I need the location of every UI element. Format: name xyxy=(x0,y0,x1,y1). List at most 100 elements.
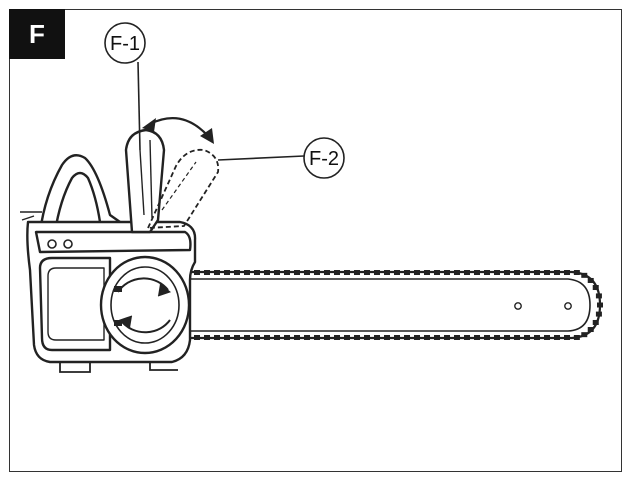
chain-tooth xyxy=(573,334,580,340)
chain-tooth xyxy=(294,335,300,340)
chain-tooth xyxy=(214,270,220,275)
chain-tooth xyxy=(354,335,360,340)
chain-tooth xyxy=(364,270,370,275)
chain-tooth xyxy=(344,270,350,275)
chain-tooth xyxy=(254,270,260,275)
chain-tooth xyxy=(534,270,540,275)
chain-tooth xyxy=(374,335,380,340)
chain-tooth xyxy=(384,270,390,275)
chain-tooth xyxy=(454,270,460,275)
chain-tooth xyxy=(414,270,420,275)
chain-tooth xyxy=(244,335,250,340)
chain-tooth xyxy=(564,335,570,340)
chain-tooth xyxy=(444,335,450,340)
chain-tooth xyxy=(514,270,520,275)
chain-tooth xyxy=(484,270,490,275)
screw-hole xyxy=(47,239,57,249)
chain-tooth xyxy=(224,335,230,340)
callout-f1-circle xyxy=(104,22,146,64)
chain-tooth xyxy=(504,270,510,275)
figure-badge: F xyxy=(9,9,65,59)
chain-tooth xyxy=(384,335,390,340)
chain-tooth xyxy=(554,270,560,275)
bar-rivet xyxy=(514,302,522,310)
chain-tooth xyxy=(264,270,270,275)
chain-tooth xyxy=(224,270,230,275)
chain-tooth xyxy=(284,270,290,275)
chain-tooth xyxy=(424,270,430,275)
chain-tooth xyxy=(597,302,603,308)
chain-tooth xyxy=(374,270,380,275)
chain-tooth xyxy=(434,270,440,275)
chain-tooth xyxy=(284,335,290,340)
chain-tooth xyxy=(314,335,320,340)
chain-tooth xyxy=(354,270,360,275)
chain-tooth xyxy=(424,335,430,340)
chain-tooth xyxy=(194,335,200,340)
chain-tooth xyxy=(404,270,410,275)
chain-tooth xyxy=(294,270,300,275)
chain-tooth xyxy=(234,335,240,340)
chain-tooth xyxy=(314,270,320,275)
chain-brake-lever xyxy=(124,128,166,234)
chain-tooth xyxy=(494,270,500,275)
bar-rivet xyxy=(564,302,572,310)
chain-tooth xyxy=(504,335,510,340)
callout-f2-label: F-2 xyxy=(309,148,339,170)
chain-tooth xyxy=(304,335,310,340)
chain-tooth xyxy=(554,335,560,340)
chain-tooth xyxy=(474,335,480,340)
chain-tooth xyxy=(334,335,340,340)
chain-tooth xyxy=(524,270,530,275)
chain-tooth xyxy=(234,270,240,275)
chain-tooth xyxy=(544,335,550,340)
chain-tooth xyxy=(514,335,520,340)
chain-tooth xyxy=(274,270,280,275)
callout-f1: F-1 xyxy=(104,22,146,151)
chain-tooth xyxy=(573,270,580,276)
chain-tooth xyxy=(484,335,490,340)
chain-tooth xyxy=(454,335,460,340)
chain-tooth xyxy=(364,335,370,340)
chain-tooth xyxy=(587,327,594,333)
chain-tooth xyxy=(194,270,200,275)
chain-tooth xyxy=(394,270,400,275)
chain-tooth xyxy=(344,335,350,340)
chain-brake-lever-engaged xyxy=(147,148,220,229)
chain-tooth xyxy=(444,270,450,275)
chain-tooth xyxy=(254,335,260,340)
chain-tooth xyxy=(581,272,588,278)
chain-tooth xyxy=(304,270,310,275)
chain-tooth xyxy=(595,293,602,299)
guide-bar xyxy=(188,270,602,340)
chain-teeth xyxy=(194,270,603,340)
chain-tooth xyxy=(592,319,599,325)
chain-tooth xyxy=(592,285,599,291)
chain-tooth xyxy=(204,270,210,275)
screw-hole xyxy=(63,239,73,249)
chain-tooth xyxy=(581,332,588,338)
chain-tooth xyxy=(494,335,500,340)
chain-tooth xyxy=(244,270,250,275)
chain-tooth xyxy=(394,335,400,340)
chain-tooth xyxy=(324,270,330,275)
chain-tooth xyxy=(404,335,410,340)
chain-tooth xyxy=(474,270,480,275)
chain-tooth xyxy=(544,270,550,275)
chain-tooth xyxy=(595,311,602,317)
chain-tooth xyxy=(264,335,270,340)
callout-f1-label: F-1 xyxy=(110,33,140,55)
chain-tooth xyxy=(334,270,340,275)
chain-tooth xyxy=(274,335,280,340)
chain-tooth xyxy=(524,335,530,340)
motion-arrow xyxy=(142,117,214,144)
chain-tooth xyxy=(324,335,330,340)
chain-tooth xyxy=(464,270,470,275)
chain-tooth xyxy=(534,335,540,340)
chain-tooth xyxy=(587,277,594,283)
chain-tooth xyxy=(464,335,470,340)
chain-tooth xyxy=(564,270,570,275)
chain-tooth xyxy=(204,335,210,340)
chain-tooth xyxy=(214,335,220,340)
